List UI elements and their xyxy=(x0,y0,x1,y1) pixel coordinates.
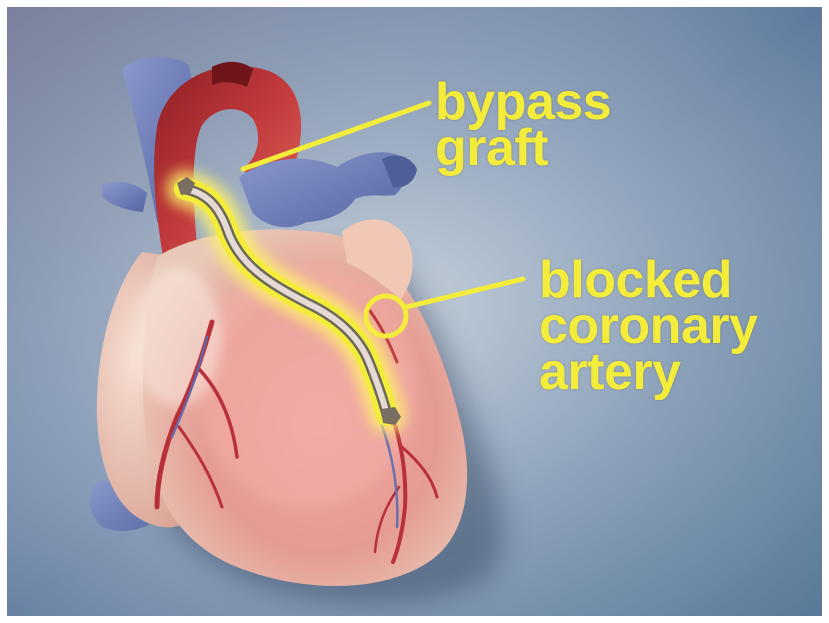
blocked-artery-label-line-3: artery xyxy=(539,349,758,395)
illustration-frame: bypass graft blocked coronary artery xyxy=(7,7,822,616)
bypass-graft-label: bypass graft xyxy=(435,79,611,171)
bypass-graft-label-line-2: graft xyxy=(435,125,611,171)
blocked-artery-label: blocked coronary artery xyxy=(539,257,758,395)
